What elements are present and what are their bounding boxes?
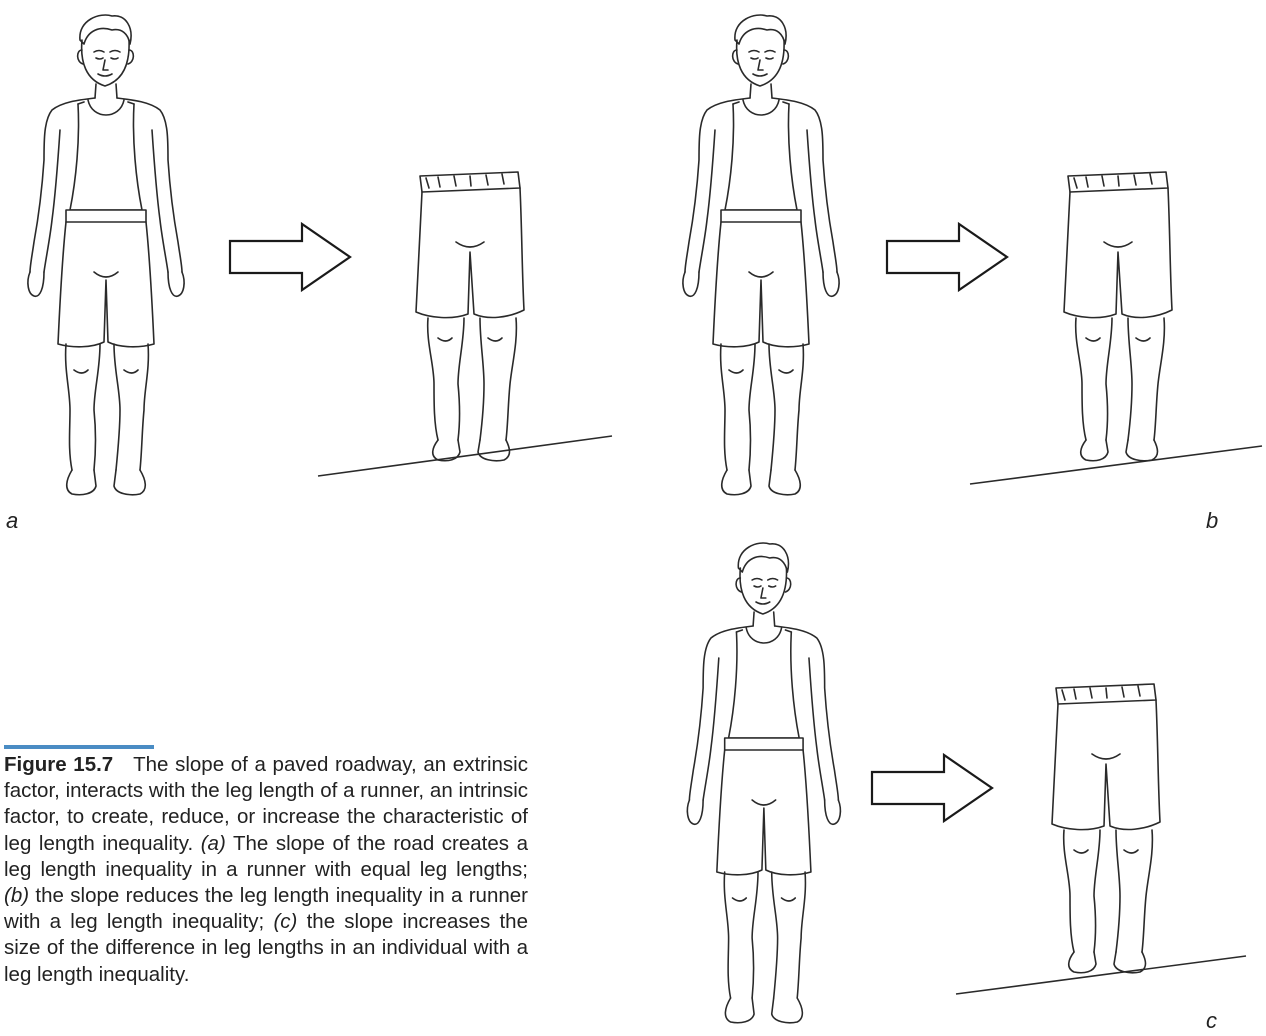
panel-c-runner	[687, 543, 840, 1023]
panel-b-lower-body	[1064, 172, 1172, 461]
panel-c-lower-body	[1052, 684, 1160, 973]
figure-caption: Figure 15.7 The slope of a paved roadway…	[4, 752, 528, 988]
panel-label-b: b	[1206, 508, 1218, 534]
panel-c-arrow	[872, 755, 992, 821]
panel-b-slope-line	[970, 446, 1262, 484]
caption-ref-b: (b)	[4, 884, 29, 907]
panel-b-runner	[683, 15, 839, 495]
panel-label-a: a	[6, 508, 18, 534]
caption-ref-a: (a)	[201, 832, 226, 855]
panel-c-slope-line	[956, 956, 1246, 994]
caption-ref-c: (c)	[273, 910, 297, 933]
panel-a-arrow	[230, 224, 350, 290]
panel-label-c: c	[1206, 1008, 1217, 1034]
panel-a-lower-body	[416, 172, 524, 461]
panel-b-arrow	[887, 224, 1007, 290]
caption-rule	[4, 745, 154, 749]
figure-label: Figure 15.7	[4, 753, 113, 776]
panel-a-runner	[28, 15, 184, 495]
panel-a-slope-line	[318, 436, 612, 476]
